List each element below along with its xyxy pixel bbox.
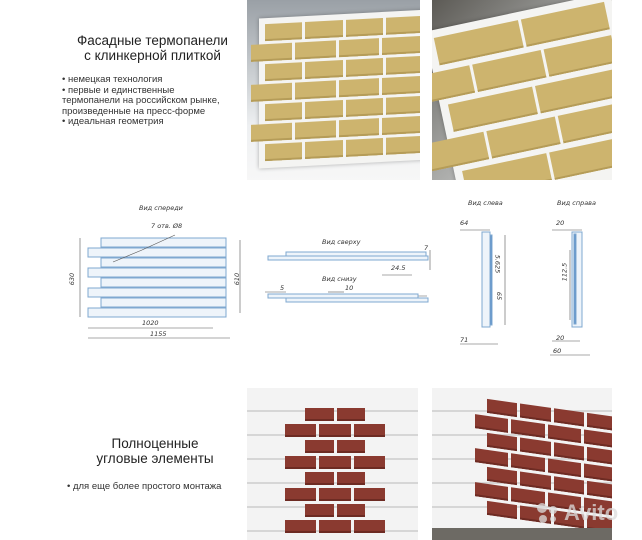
top-view-label: Вид сверху [322, 238, 361, 246]
bottom-title: Полноценные угловые элементы [70, 436, 240, 466]
bottom-view-label: Вид снизу [322, 275, 357, 283]
height-right-dim: 610 [233, 272, 242, 286]
photo-panel-closeup [432, 0, 612, 180]
left-dim-65: 65 [495, 291, 504, 301]
top-dim-245: 24.5 [391, 264, 406, 272]
top-title: Фасадные термопанели с клинкерной плитко… [55, 33, 250, 63]
avito-watermark: Avito [535, 500, 618, 526]
bullet: • первые и единственные [62, 84, 175, 96]
photo-panel-front [247, 0, 420, 180]
left-dim-64: 64 [460, 219, 469, 227]
bullet: термопанели на российском рынке, [62, 95, 220, 106]
top-bullets: • немецкая технология • первые и единств… [62, 74, 252, 128]
photo-corner-element [247, 388, 418, 540]
bullet: произведенные на пресс-форме [62, 105, 206, 117]
photo-corner-installed [432, 388, 612, 540]
avito-wordmark: Avito [564, 500, 619, 525]
front-view-drawing [79, 234, 431, 339]
right-view-label: Вид справа [557, 199, 596, 207]
bottom-dim-5: 5 [280, 284, 285, 292]
height-left-dim: 630 [68, 272, 77, 286]
title-line-1: Полноценные [111, 436, 199, 451]
title-line-2: с клинкерной плиткой [84, 48, 221, 63]
right-dim-20b: 20 [556, 334, 565, 342]
avito-logo-icon [537, 503, 557, 523]
left-view-label: Вид слева [468, 199, 503, 207]
right-dim-1125: 112.5 [560, 262, 569, 282]
top-dim-7: 7 [424, 244, 429, 252]
title-line-1: Фасадные термопанели [77, 33, 228, 48]
width-outer-dim: 1155 [150, 330, 167, 338]
left-dim-5625: 5.625 [493, 254, 502, 274]
bottom-dim-10: 10 [345, 284, 354, 292]
right-dim-60: 60 [553, 347, 562, 355]
bullet: • идеальная геометрия [62, 116, 164, 127]
title-line-2: угловые элементы [96, 451, 214, 466]
right-dim-20a: 20 [556, 219, 565, 227]
side-views-drawing [460, 229, 590, 356]
front-view-label: Вид спереди [139, 204, 183, 212]
holes-label: 7 отв. Ø8 [151, 222, 183, 230]
left-dim-71: 71 [460, 336, 469, 344]
bullet: • немецкая технология [62, 74, 163, 85]
width-inner-dim: 1020 [142, 319, 159, 327]
bottom-bullet: • для еще более простого монтажа [67, 481, 222, 492]
